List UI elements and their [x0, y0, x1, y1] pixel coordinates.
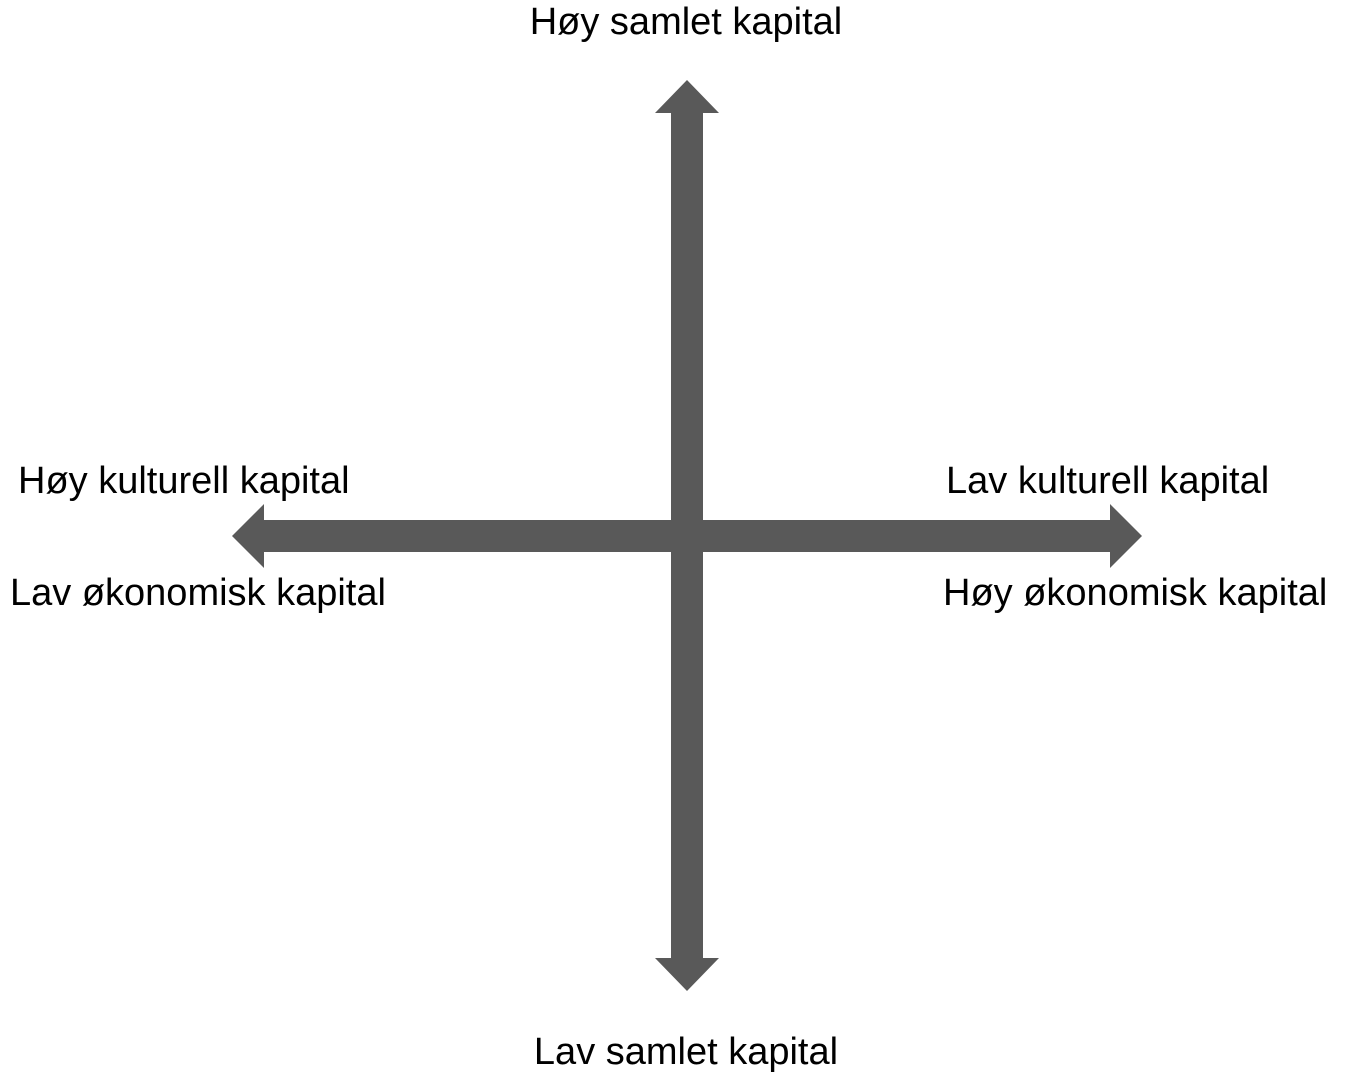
right-lower-axis-label: Høy økonomisk kapital — [943, 572, 1328, 614]
left-upper-axis-label: Høy kulturell kapital — [18, 460, 350, 502]
right-upper-axis-label: Lav kulturell kapital — [946, 460, 1270, 502]
horizontal-axis-arrow — [232, 504, 1142, 568]
top-axis-label: Høy samlet kapital — [529, 1, 843, 43]
left-lower-axis-label: Lav økonomisk kapital — [10, 572, 386, 614]
bottom-axis-label: Lav samlet kapital — [533, 1031, 839, 1073]
